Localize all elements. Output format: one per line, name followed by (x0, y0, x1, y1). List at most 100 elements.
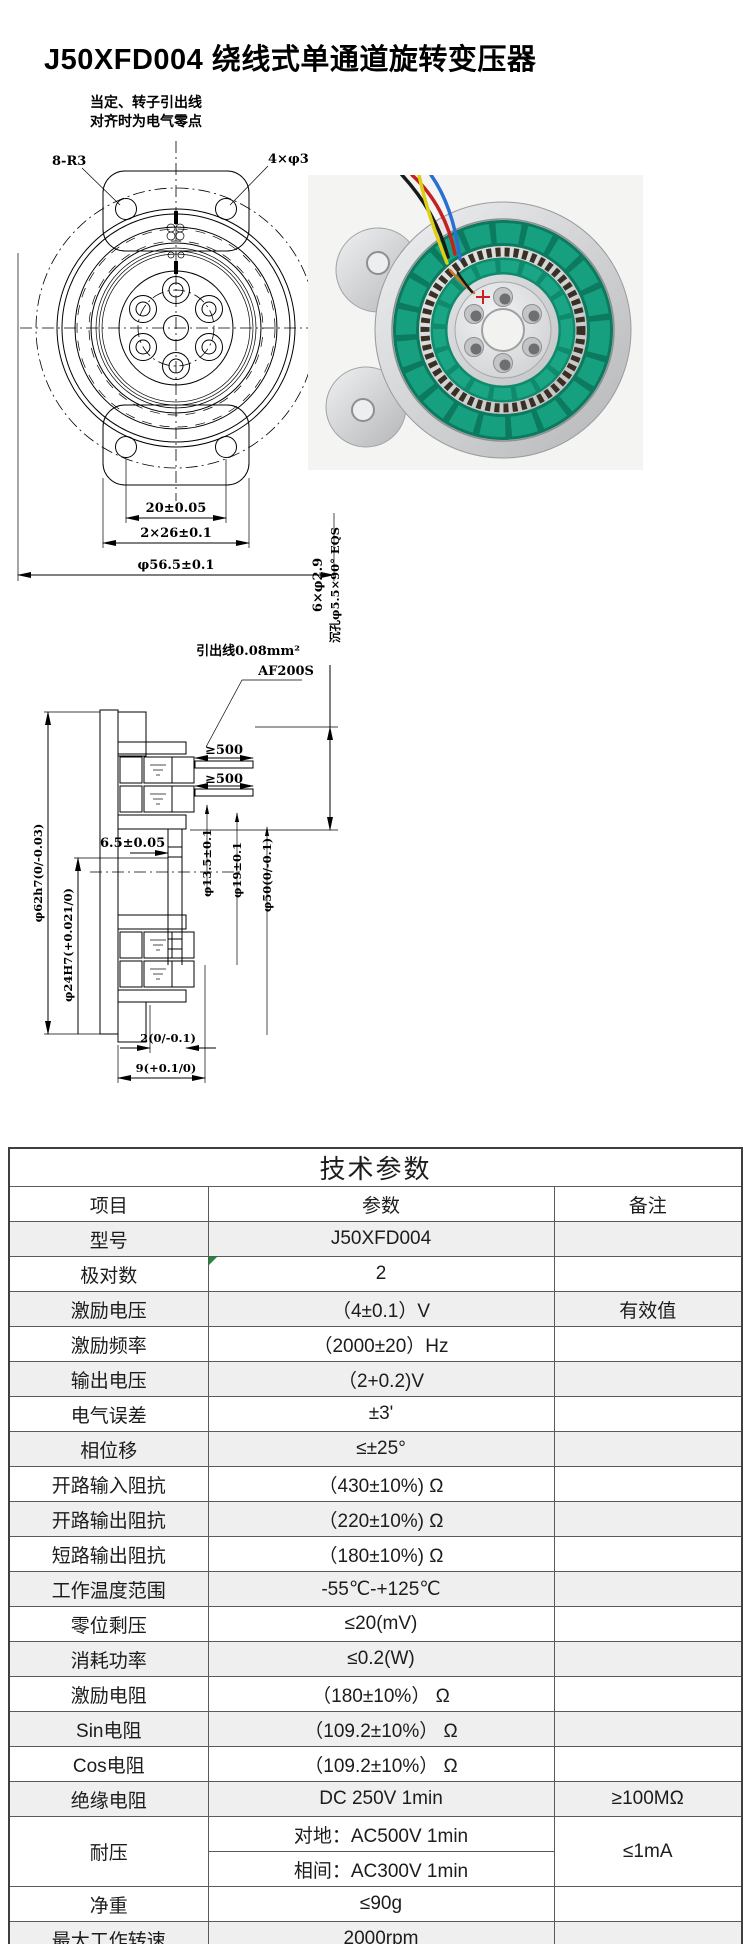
table-row: 电气误差±3' (8, 1396, 743, 1432)
row-note (553, 1466, 743, 1502)
dim-body-od: φ62h7(0/-0.03) (31, 824, 45, 923)
row-param: ≤±25° (207, 1431, 555, 1467)
leadwire-label: 引出线0.08mm² (196, 643, 300, 659)
row-param: 2 (207, 1256, 555, 1292)
row-note (553, 1361, 743, 1397)
wire-cross-sections (166, 223, 185, 259)
row-note (553, 1641, 743, 1677)
row-param: J50XFD004 (207, 1221, 555, 1257)
dim-offset: 6.5±0.05 (100, 836, 165, 851)
row-item: 耐压 (8, 1816, 209, 1887)
photo-lead-wires (400, 175, 476, 295)
dim-ear-width: 2×26±0.1 (140, 526, 212, 541)
row-item: 激励电压 (8, 1291, 209, 1327)
row-item: 激励电阻 (8, 1676, 209, 1712)
stator-body (20, 141, 334, 501)
row-item: 极对数 (8, 1256, 209, 1292)
row-note (553, 1676, 743, 1712)
table-row: 极对数 2 (8, 1256, 743, 1292)
row-param-value: 2 (375, 1263, 387, 1284)
row-param: 2000rpm (207, 1921, 555, 1944)
table-header-row: 项目 参数 备注 (8, 1186, 743, 1222)
row-param: （109.2±10%） Ω (207, 1746, 555, 1782)
row-param: （2+0.2)V (207, 1361, 555, 1397)
row-note (553, 1396, 743, 1432)
table-row: 消耗功率≤0.2(W) (8, 1641, 743, 1677)
row-item: 绝缘电阻 (8, 1781, 209, 1817)
row-item: Cos电阻 (8, 1746, 209, 1782)
row-note (553, 1711, 743, 1747)
row-note: ≥100MΩ (553, 1781, 743, 1817)
photo-red-mark (476, 290, 490, 304)
row-param-ground: 对地：AC500V 1min (207, 1816, 555, 1852)
row-param: ≤90g (207, 1886, 555, 1922)
row-param: （4±0.1）V (207, 1291, 555, 1327)
wire-length-dims: ≥500 ≥500 (194, 743, 254, 789)
table-row: 激励频率（2000±20）Hz (8, 1326, 743, 1362)
table-row: 相位移≤±25° (8, 1431, 743, 1467)
table-row: 激励电阻（180±10%） Ω (8, 1676, 743, 1712)
table-row-withstand: 耐压 对地：AC500V 1min ≤1mA (8, 1816, 743, 1887)
section-geometry (90, 709, 254, 1043)
photo-hub (454, 281, 552, 379)
row-item: 净重 (8, 1886, 209, 1922)
wire-spec-label: AF200S (257, 664, 314, 679)
row-param: ≤0.2(W) (207, 1641, 555, 1677)
row-note (553, 1431, 743, 1467)
row-note (553, 1921, 743, 1944)
row-note (553, 1256, 743, 1292)
row-item: 输出电压 (8, 1361, 209, 1397)
dim-wire-length-2: ≥500 (205, 772, 243, 787)
fillet-label: 8-R3 (52, 154, 86, 169)
table-row: 短路输出阻抗（180±10%) Ω (8, 1536, 743, 1572)
cell-comment-marker (209, 1257, 217, 1265)
col-header-note: 备注 (553, 1186, 743, 1222)
dim-height: 9(+0.1/0) (136, 1061, 197, 1075)
dim-bore: φ24H7(+0.021/0) (61, 888, 75, 1002)
row-item: 激励频率 (8, 1326, 209, 1362)
dim-outer-diameter: φ56.5±0.1 (138, 558, 215, 573)
counterbore-label: 沉孔φ5.5×90° EQS (328, 527, 342, 643)
row-param: （109.2±10%） Ω (207, 1711, 555, 1747)
table-row: 输出电压（2+0.2)V (8, 1361, 743, 1397)
right-ref-dim (190, 665, 338, 831)
row-param: （430±10%) Ω (207, 1466, 555, 1502)
photo-windings (391, 218, 615, 442)
row-item: 型号 (8, 1221, 209, 1257)
row-note (553, 1326, 743, 1362)
section-view-drawing: 6×φ2.9 沉孔φ5.5×90° EQS 引出线0.08mm² AF200S (31, 527, 342, 1083)
table-row: Cos电阻（109.2±10%） Ω (8, 1746, 743, 1782)
zero-point-note-line1: 当定、转子引出线 (90, 94, 202, 110)
counterbore-holes-label: 6×φ2.9 (311, 558, 326, 612)
dim-wire-length-1: ≥500 (205, 743, 243, 758)
row-param: （180±10%) Ω (207, 1536, 555, 1572)
col-header-item: 项目 (8, 1186, 209, 1222)
table-title-row: 技术参数 (8, 1147, 743, 1187)
holes-label: 4×φ3 (268, 152, 309, 167)
row-note (553, 1886, 743, 1922)
row-item: 开路输出阻抗 (8, 1501, 209, 1537)
middle-dims: φ13.5±0.1 φ19±0.1 φ50(0/-0.1) (200, 804, 274, 1035)
row-note (553, 1501, 743, 1537)
row-param: ≤20(mV) (207, 1606, 555, 1642)
row-item: Sin电阻 (8, 1711, 209, 1747)
table-title: 技术参数 (8, 1147, 743, 1187)
row-param-phase: 相间：AC300V 1min (207, 1851, 555, 1887)
row-item: 相位移 (8, 1431, 209, 1467)
row-item: 短路输出阻抗 (8, 1536, 209, 1572)
row-note (553, 1606, 743, 1642)
dim-d2: φ19±0.1 (230, 842, 244, 898)
row-note (553, 1571, 743, 1607)
dim-hole-spacing: 20±0.05 (146, 501, 207, 516)
left-dims: φ62h7(0/-0.03) φ24H7(+0.021/0) 6.5±0.05 (31, 711, 169, 1035)
dim-thickness: 2(0/-0.1) (140, 1031, 196, 1045)
front-dimensions: 20±0.05 2×26±0.1 φ56.5±0.1 (17, 253, 335, 581)
row-param: （180±10%） Ω (207, 1676, 555, 1712)
row-param: -55℃-+125℃ (207, 1571, 555, 1607)
row-item: 开路输入阻抗 (8, 1466, 209, 1502)
